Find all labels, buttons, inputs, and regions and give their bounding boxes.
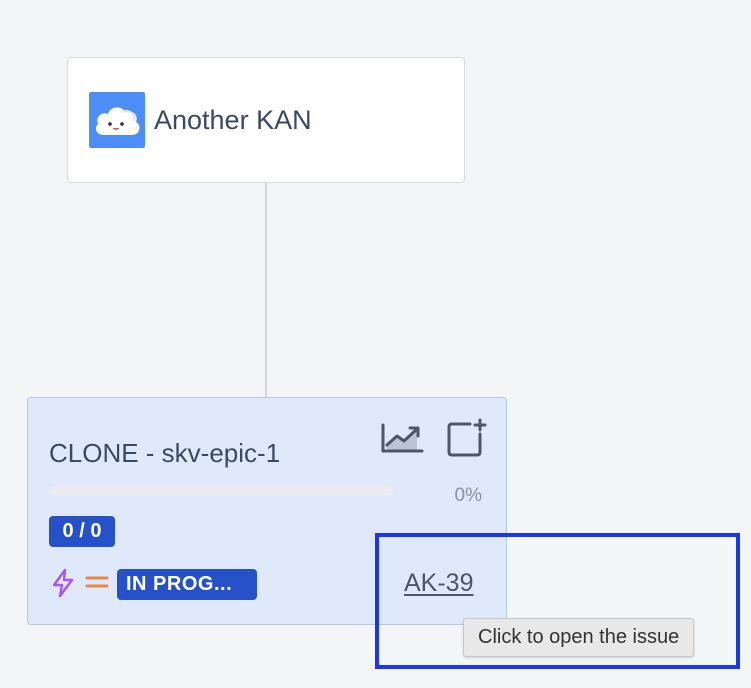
project-name: Another KAN [154, 104, 312, 135]
issue-type-icon [50, 568, 76, 598]
add-child-icon [447, 418, 487, 457]
progress-percent: 0% [454, 485, 482, 506]
cloud-face-icon [96, 107, 140, 135]
progress-bar [49, 486, 393, 495]
priority-icon [85, 574, 109, 590]
issue-key-link[interactable]: AK-39 [404, 569, 474, 597]
issue-link-tooltip: Click to open the issue [463, 618, 695, 657]
project-avatar [89, 92, 145, 148]
status-badge[interactable]: IN PROG... [117, 569, 257, 600]
issue-count-badge: 0 / 0 [49, 516, 115, 547]
project-node[interactable]: Another KAN [67, 57, 465, 183]
lightning-icon [52, 568, 74, 598]
epic-title: CLONE - skv-epic-1 [49, 438, 281, 468]
chart-trend-button[interactable] [380, 420, 426, 454]
chart-trend-icon [381, 423, 424, 453]
add-child-issue-button[interactable] [446, 418, 488, 458]
epic-card[interactable]: CLONE - skv-epic-1 0% 0 / 0 [27, 397, 507, 625]
tree-connector-line [265, 183, 267, 398]
priority-medium-icon [85, 576, 109, 588]
